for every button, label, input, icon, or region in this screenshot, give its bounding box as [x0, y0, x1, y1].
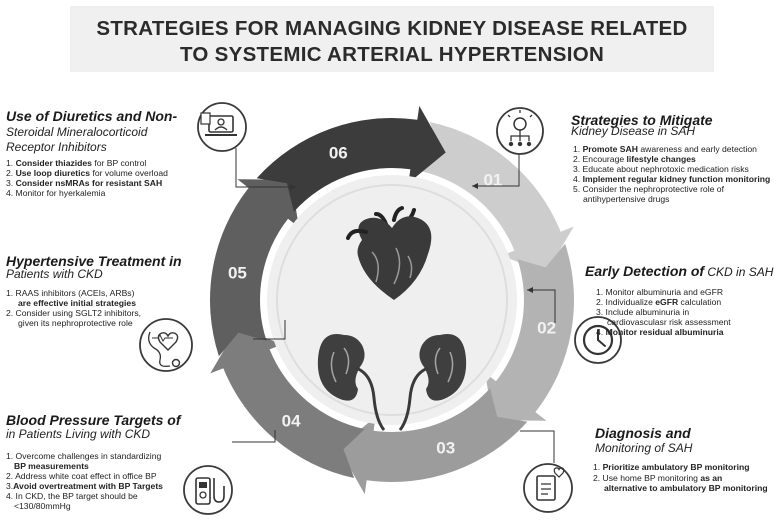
title-banner: STRATEGIES FOR MANAGING KIDNEY DISEASE R… [70, 6, 714, 72]
item-emphasis: Prioritize ambulatory BP monitoring [602, 462, 750, 472]
section-05-item-1-line-1: 1. RAAS inhibitors (ACEIs, ARBs) [6, 288, 135, 298]
section-04-item-2: 2. Address white coat effect in office B… [6, 471, 157, 481]
section-03-item-1: 1. Prioritize ambulatory BP monitoring [593, 462, 749, 472]
section-01-item-2: 2. Encourage lifestyle changes [573, 154, 696, 164]
item-text: for volume overload [90, 168, 168, 178]
section-05-subheading: Patients with CKD [6, 267, 103, 281]
section-01-item-5-line-2: antihypertensive drugs [583, 194, 670, 204]
arrow-segment-03 [338, 388, 528, 495]
section-03-item-2-line-2: alternative to ambulatory BP monitoring [604, 483, 768, 493]
section-04-item-1-line-1: 1. Overcome challenges in standardizing [6, 451, 162, 461]
section-03-item-2-line-1: 2. Use home BP monitoring as an [593, 473, 722, 483]
item-number: 3. [6, 178, 16, 188]
section-01-item-4: 4. Implement regular kidney function mon… [573, 174, 770, 184]
section-02-item-3-line-2: cardiovasculasr risk assessment [607, 317, 731, 327]
section-02-item-3-line-1: 3. Include albuminuria in [596, 307, 690, 317]
section-01-item-3: 3. Educate about nephrotoxic medication … [573, 164, 749, 174]
item-emphasis: Consider thiazides [15, 158, 92, 168]
item-emphasis: Implement regular kidney function monito… [582, 174, 771, 184]
bp-monitor-icon [183, 465, 233, 515]
item-number: 1. [573, 144, 583, 154]
section-06-heading-line-1: Use of Diuretics and Non- [6, 108, 178, 124]
title-line-1: STRATEGIES FOR MANAGING KIDNEY DISEASE R… [96, 17, 688, 40]
section-05-item-1-line-2: are effective initial strategies [18, 298, 136, 308]
section-06-item-2: 2. Use loop diuretics for volume overloa… [6, 168, 168, 178]
item-text: 2. Encourage [573, 154, 627, 164]
arrow-segment-02 [485, 243, 575, 421]
strategy-network-icon [496, 107, 544, 155]
item-emphasis: Promote SAH [582, 144, 638, 154]
section-02-item-4: 4. Monitor residual albuminuria [596, 327, 724, 337]
section-04-item-1-line-2: BP measurements [14, 461, 89, 471]
center-ring [276, 184, 508, 416]
section-04-item-4-line-1: 4. In CKD, the BP target should be [6, 491, 138, 501]
section-01-item-1: 1. Promote SAH awareness and early detec… [573, 144, 757, 154]
heart-icon [346, 206, 432, 300]
connector-arrowheads [290, 183, 533, 293]
section-01-subheading: Kidney Disease in SAH [571, 124, 696, 138]
section-05-item-2-line-1: 2. Consider using SGLT2 inhibitors, [6, 308, 142, 318]
item-text: 2. Use home BP monitoring [593, 473, 701, 483]
item-emphasis: Avoid overtreatment with BP Targets [13, 481, 163, 491]
title-line-2: TO SYSTEMIC ARTERIAL HYPERTENSION [179, 43, 605, 66]
step-number-06: 06 [329, 144, 348, 163]
item-number: 4. [573, 174, 583, 184]
item-number: 3. [6, 481, 14, 491]
section-04-item-4-line-2: <130/80mmHg [14, 501, 71, 511]
section-02-heading: Early Detection of CKD in SAH [585, 263, 773, 281]
center-circle [267, 175, 517, 425]
stethoscope-heart-icon [139, 318, 193, 372]
item-number: 1. [593, 462, 603, 472]
section-02-item-2: 2. Individualize eGFR calculation [596, 297, 721, 307]
arrow-segment-04 [210, 327, 365, 478]
section-06-item-1: 1. Consider thiazides for BP control [6, 158, 146, 168]
item-emphasis: as an [700, 473, 723, 483]
item-emphasis: Monitor residual albuminuria [605, 327, 724, 337]
step-number-03: 03 [436, 439, 455, 458]
item-text: for BP control [91, 158, 147, 168]
item-number: 2. [6, 168, 16, 178]
section-05-heading: Hypertensive Treatment in [6, 253, 182, 269]
laptop-doctor-icon [197, 102, 247, 152]
section-05-item-2-line-2: given its nephroprotective role [18, 318, 133, 328]
section-06-heading-line-3: Receptor Inhibitors [6, 140, 107, 154]
cycle-arrows: 01 02 03 04 05 06 [209, 105, 575, 495]
clipboard-heart-icon [523, 463, 573, 513]
arrow-segment-01 [419, 122, 574, 273]
section-04-subheading: in Patients Living with CKD [6, 427, 151, 441]
step-number-01: 01 [483, 171, 502, 190]
section-04-heading: Blood Pressure Targets of [6, 412, 181, 428]
arrow-segment-05 [209, 179, 299, 357]
item-number: 4. [596, 327, 606, 337]
item-text: 2. Individualize [596, 297, 656, 307]
connector-lines [232, 148, 556, 463]
clock-icon [574, 316, 622, 364]
step-number-05: 05 [228, 264, 247, 283]
item-emphasis: eGFR [655, 297, 679, 307]
kidneys-icon [317, 334, 467, 431]
section-06-item-3: 3. Consider nsMRAs for resistant SAH [6, 178, 162, 188]
section-06-item-4: 4. Monitor for hyerkalemia [6, 188, 106, 198]
item-emphasis: lifestyle changes [626, 154, 696, 164]
item-emphasis: Use loop diuretics [15, 168, 91, 178]
section-03-subheading: Monitoring of SAH [595, 441, 693, 455]
section-01-item-5-line-1: 5. Consider the nephroprotective role of [573, 184, 724, 194]
heading-text: Early Detection of [585, 263, 705, 279]
section-02-item-1: 1. Monitor albuminuria and eGFR [596, 287, 724, 297]
item-number: 1. [6, 158, 16, 168]
arrow-segment-06 [256, 105, 446, 212]
item-text: awareness and early detection [637, 144, 757, 154]
step-number-02: 02 [537, 318, 556, 337]
item-emphasis: Consider nsMRAs for resistant SAH [15, 178, 163, 188]
heading-suffix: CKD in SAH [704, 265, 774, 279]
section-03-heading: Diagnosis and [595, 425, 691, 441]
step-number-04: 04 [282, 411, 301, 430]
item-text: calculation [678, 297, 722, 307]
section-04-item-3: 3.Avoid overtreatment with BP Targets [6, 481, 163, 491]
section-01-heading: Strategies to Mitigate [571, 112, 713, 128]
section-06-heading-line-2: Steroidal Mineralocorticoid [6, 125, 148, 139]
